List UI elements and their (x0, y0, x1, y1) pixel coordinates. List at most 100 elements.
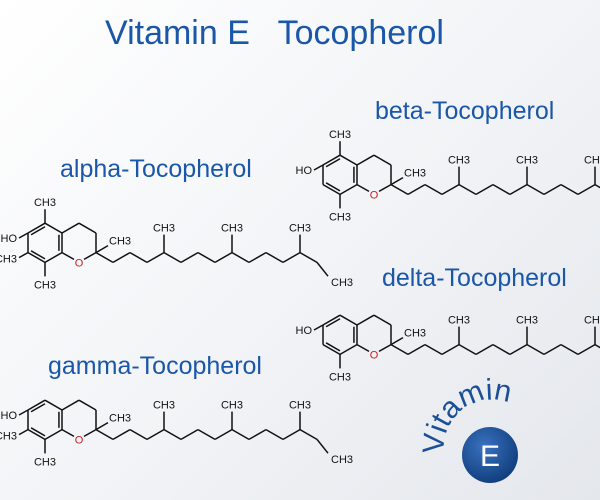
methyl-group: CH3 (109, 236, 131, 248)
chain-bond (265, 251, 284, 264)
chain-bond (441, 343, 460, 356)
ring-bond (322, 183, 341, 196)
ring-bond (339, 343, 358, 356)
ring-bond (61, 399, 80, 411)
ring-bond (61, 251, 75, 261)
methyl-group: CH3 (329, 371, 351, 383)
delta-tocopherol-label: delta-Tocopherol (382, 264, 567, 292)
chain-bond (163, 251, 182, 264)
chain-bond (560, 343, 579, 356)
chain-bond (543, 183, 562, 196)
ring-bond (44, 399, 63, 411)
methyl-group: CH3 (329, 211, 351, 223)
chain-bond (146, 428, 165, 441)
methyl-group: CH3 (34, 197, 56, 209)
methyl-group: CH3 (0, 254, 17, 266)
methyl-group: CH3 (584, 155, 600, 167)
ring-bond (44, 222, 63, 234)
methyl-group: CH3 (0, 431, 17, 443)
chain-bond (231, 428, 250, 441)
double-bond (325, 182, 341, 192)
double-bond (30, 403, 46, 413)
bond (18, 251, 29, 259)
chain-bond (407, 343, 426, 356)
ring-bond (61, 222, 80, 234)
gamma-tocopherol-label: gamma-Tocopherol (48, 352, 262, 380)
methyl-group: CH3 (584, 315, 600, 327)
methyl-group: CH3 (329, 129, 351, 141)
bond (390, 176, 404, 186)
chain-bond (299, 251, 318, 264)
chain-bond (424, 343, 443, 356)
ring-bond (339, 154, 358, 166)
methyl-group: CH3 (331, 277, 353, 289)
ring-bond (339, 183, 358, 196)
chain-bond (180, 251, 199, 264)
chain-bond (112, 428, 131, 441)
ring-bond (322, 314, 341, 326)
ring-bond (61, 428, 75, 438)
ring-bond (44, 428, 63, 441)
double-bond (325, 318, 341, 328)
chain-bond (526, 183, 545, 196)
methyl-group: CH3 (448, 315, 470, 327)
ring-bond (356, 183, 370, 193)
methyl-group: CH3 (516, 315, 538, 327)
chain-bond (248, 251, 267, 264)
bond (390, 336, 404, 346)
methyl-group: CH3 (153, 400, 175, 412)
double-bond (30, 427, 46, 437)
bond (95, 421, 109, 431)
bond (313, 324, 324, 331)
ring-bond (378, 343, 392, 353)
methyl-group: CH3 (516, 155, 538, 167)
methyl-group: CH3 (221, 223, 243, 235)
methyl-group: CH3 (404, 328, 426, 340)
methyl-group: CH3 (448, 155, 470, 167)
oxygen-atom: O (75, 434, 84, 446)
hydroxyl-group: HO (296, 325, 313, 337)
chain-bond (146, 251, 165, 264)
ring-bond (339, 314, 358, 326)
chain-bond (407, 183, 426, 196)
chain-bond (441, 183, 460, 196)
ring-bond (27, 251, 46, 264)
chain-bond (424, 183, 443, 196)
vitamin-e-badge: Vitamin E (422, 373, 518, 483)
chain-bond (180, 428, 199, 441)
chain-bond (282, 251, 301, 264)
chain-bond (95, 251, 114, 264)
beta-tocopherol-label: beta-Tocopherol (375, 97, 555, 125)
methyl-group: CH3 (34, 456, 56, 468)
alpha-tocopherol-label: alpha-Tocopherol (60, 155, 252, 183)
chain-bond (231, 251, 250, 264)
hydroxyl-group: HO (1, 233, 18, 245)
chain-bond (197, 251, 216, 264)
double-bond (30, 250, 46, 260)
chain-bond (577, 183, 596, 196)
methyl-group: CH3 (109, 413, 131, 425)
chain-bond (390, 343, 409, 356)
chain-bond (112, 251, 131, 264)
chain-bond (560, 183, 579, 196)
chain-bond (526, 343, 545, 356)
ring-bond (78, 399, 97, 411)
chain-bond (390, 183, 409, 196)
methyl-group: CH3 (289, 400, 311, 412)
bond (18, 409, 29, 416)
ring-bond (27, 222, 46, 234)
chain-bond (197, 428, 216, 441)
chain-bond (509, 183, 528, 196)
chain-bond (248, 428, 267, 441)
chain-bond (577, 343, 596, 356)
ring-bond (356, 314, 375, 326)
methyl-group: CH3 (34, 279, 56, 291)
chain-bond (475, 183, 494, 196)
ring-bond (44, 251, 63, 264)
hydroxyl-group: HO (1, 410, 18, 422)
oxygen-atom: O (370, 189, 379, 201)
chain-bond (492, 343, 511, 356)
chain-bond (214, 251, 233, 264)
